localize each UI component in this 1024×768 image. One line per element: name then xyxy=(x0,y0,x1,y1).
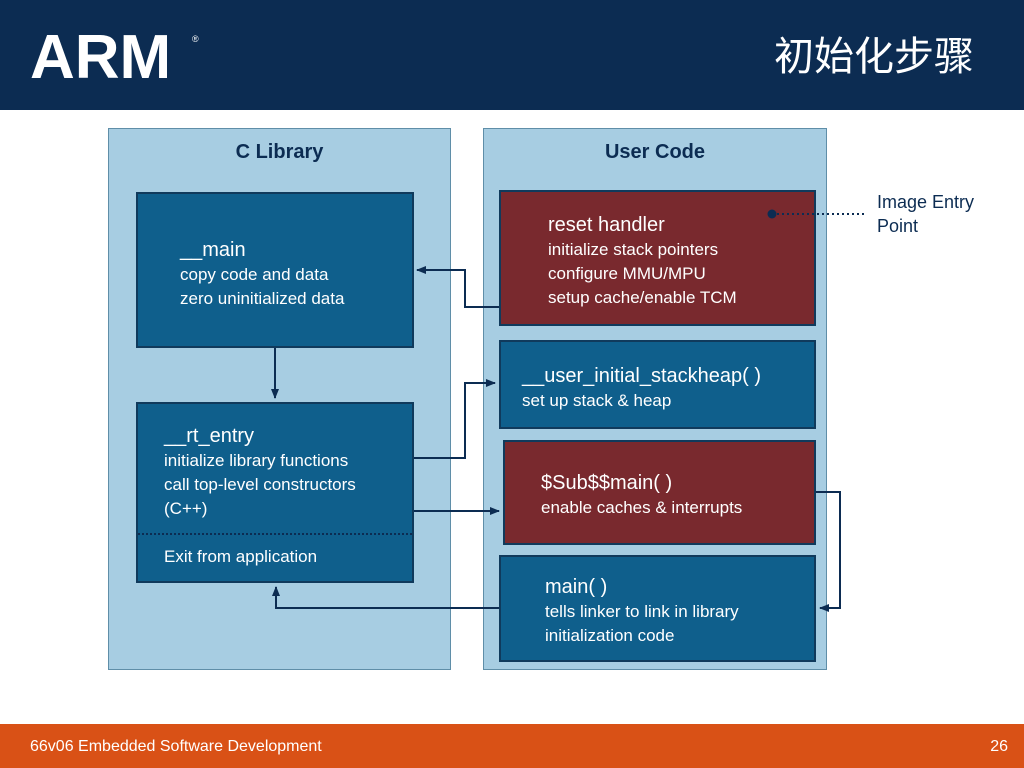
stackheap-title: __user_initial_stackheap( ) xyxy=(522,365,762,387)
stackheap-line: set up stack & heap xyxy=(522,391,672,410)
sub-main-title: $Sub$$main( ) xyxy=(541,472,673,494)
user-main-title: main( ) xyxy=(545,576,608,598)
stackheap-box: __user_initial_stackheap( ) set up stack… xyxy=(499,340,816,429)
exit-separator xyxy=(138,533,412,535)
reset-handler-line: setup cache/enable TCM xyxy=(548,288,737,307)
page-number: 26 xyxy=(990,738,1008,755)
sub-main-line: enable caches & interrupts xyxy=(541,498,743,517)
svg-text:ARM: ARM xyxy=(30,28,171,84)
main-init-box: __main copy code and data zero uninitial… xyxy=(136,192,414,348)
reset-handler-box: reset handler initialize stack pointers … xyxy=(499,190,816,326)
arrow-sub-main-to-main xyxy=(816,491,841,612)
entry-point-dot xyxy=(767,209,777,219)
entry-label-line: Point xyxy=(877,216,919,236)
reset-handler-line: initialize stack pointers xyxy=(548,240,719,259)
slide-title: 初始化步骤 xyxy=(774,34,974,80)
reset-handler-line: configure MMU/MPU xyxy=(548,264,706,283)
user-main-box: main( ) tells linker to link in library … xyxy=(499,555,816,662)
main-init-line: zero uninitialized data xyxy=(180,289,345,308)
rt-entry-line: (C++) xyxy=(164,499,208,518)
entry-label-line: Image Entry xyxy=(877,192,975,212)
main-init-title: __main xyxy=(180,239,246,261)
arm-logo: ARM ® xyxy=(30,28,199,84)
rt-entry-line: initialize library functions xyxy=(164,451,349,470)
arrow-rt-entry-to-stackheap xyxy=(414,379,496,459)
arrow-main-to-exit xyxy=(272,586,499,609)
rt-entry-box: __rt_entry initialize library functions … xyxy=(136,402,414,583)
exit-label: Exit from application xyxy=(164,547,318,566)
user-main-line: initialization code xyxy=(545,626,675,645)
user-main-line: tells linker to link in library xyxy=(545,602,739,621)
rt-entry-line: call top-level constructors xyxy=(164,475,356,494)
footer-bar: 66v06 Embedded Software Development 26 xyxy=(0,724,1024,768)
c-library-title: C Library xyxy=(235,141,324,163)
sub-main-box: $Sub$$main( ) enable caches & interrupts xyxy=(503,440,816,545)
svg-text:®: ® xyxy=(192,34,199,44)
header-bar: ARM ® 初始化步骤 xyxy=(0,0,1024,110)
footer-course-title: 66v06 Embedded Software Development xyxy=(30,738,322,755)
user-code-title: User Code xyxy=(604,141,706,163)
reset-handler-title: reset handler xyxy=(548,214,665,236)
arrow-reset-to-main xyxy=(416,266,499,308)
rt-entry-title: __rt_entry xyxy=(164,425,255,447)
main-init-line: copy code and data xyxy=(180,265,329,284)
image-entry-point-label: Image Entry Point xyxy=(877,190,974,238)
